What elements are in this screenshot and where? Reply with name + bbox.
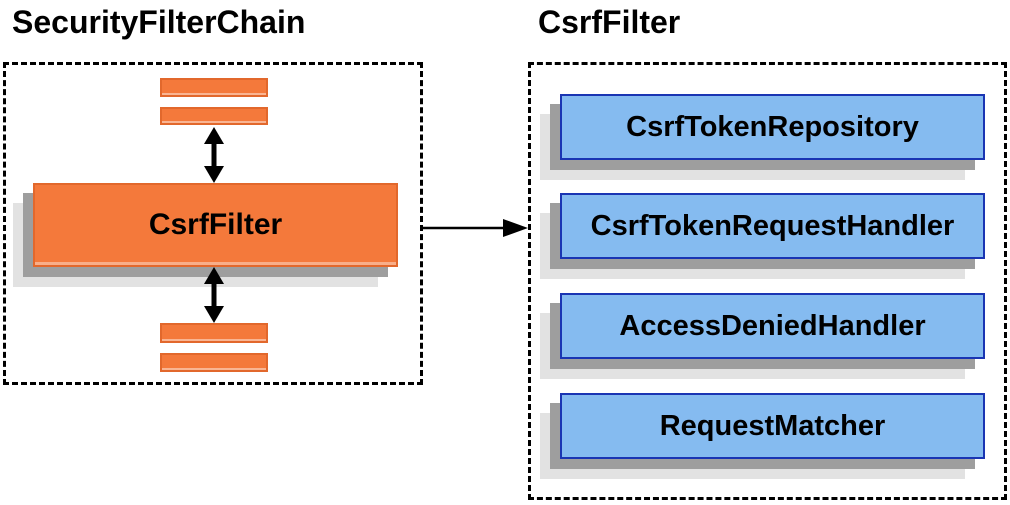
component-node-label: CsrfTokenRepository [626,110,919,143]
component-node-label: CsrfTokenRequestHandler [590,209,955,242]
other-filter-bar [160,353,268,372]
security-filter-chain-container: CsrfFilter [3,62,423,385]
other-filter-bar [160,323,268,343]
component-node-access-denied-handler: AccessDeniedHandler [560,293,985,359]
other-filter-bar [160,107,268,125]
component-node-label: RequestMatcher [659,409,886,442]
flow-arrow-icon [422,219,528,237]
csrf-filter-components-container: CsrfTokenRepository CsrfTokenRequestHand… [528,62,1007,500]
csrf-filter-node: CsrfFilter [33,183,398,267]
security-filter-chain-title: SecurityFilterChain [12,4,306,40]
bidirectional-arrow-icon [204,267,224,323]
component-node-label: AccessDeniedHandler [619,309,926,342]
csrf-filter-node-label: CsrfFilter [148,208,283,241]
component-node-request-matcher: RequestMatcher [560,393,985,459]
other-filter-bar [160,78,268,97]
bidirectional-arrow-icon [204,127,224,183]
component-node-csrf-token-request-handler: CsrfTokenRequestHandler [560,193,985,259]
component-node-csrf-token-repository: CsrfTokenRepository [560,94,985,160]
csrf-filter-title: CsrfFilter [538,4,681,40]
